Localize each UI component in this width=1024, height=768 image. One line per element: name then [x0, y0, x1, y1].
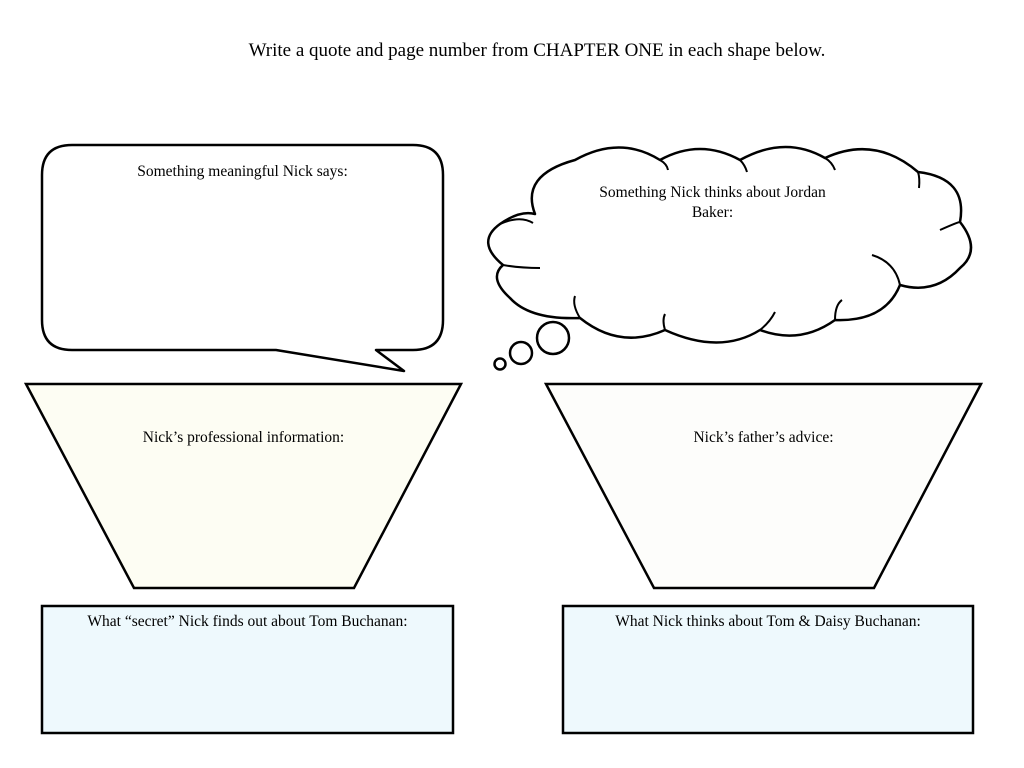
left-box-shape[interactable] [40, 604, 455, 735]
thought-circle-medium [508, 340, 534, 366]
speech-bubble-shape[interactable] [40, 143, 445, 373]
thought-cloud-shape[interactable] [487, 145, 973, 371]
left-trapezoid-shape[interactable] [23, 382, 464, 590]
thought-circle-large [535, 320, 571, 356]
right-trapezoid-shape[interactable] [543, 382, 984, 590]
speech-bubble-label: Something meaningful Nick says: [137, 163, 348, 180]
page-title: Write a quote and page number from CHAPT… [248, 40, 826, 61]
left-box-label: What “secret” Nick finds out about Tom B… [87, 613, 408, 630]
right-box-shape[interactable] [561, 604, 975, 735]
thought-circle-small [493, 357, 507, 371]
right-trapezoid-label: Nick’s father’s advice: [693, 429, 834, 446]
left-trapezoid-label: Nick’s professional information: [142, 429, 345, 446]
thought-cloud-label: Something Nick thinks about Jordan Baker… [599, 184, 826, 221]
right-box-label: What Nick thinks about Tom & Daisy Bucha… [615, 613, 921, 630]
